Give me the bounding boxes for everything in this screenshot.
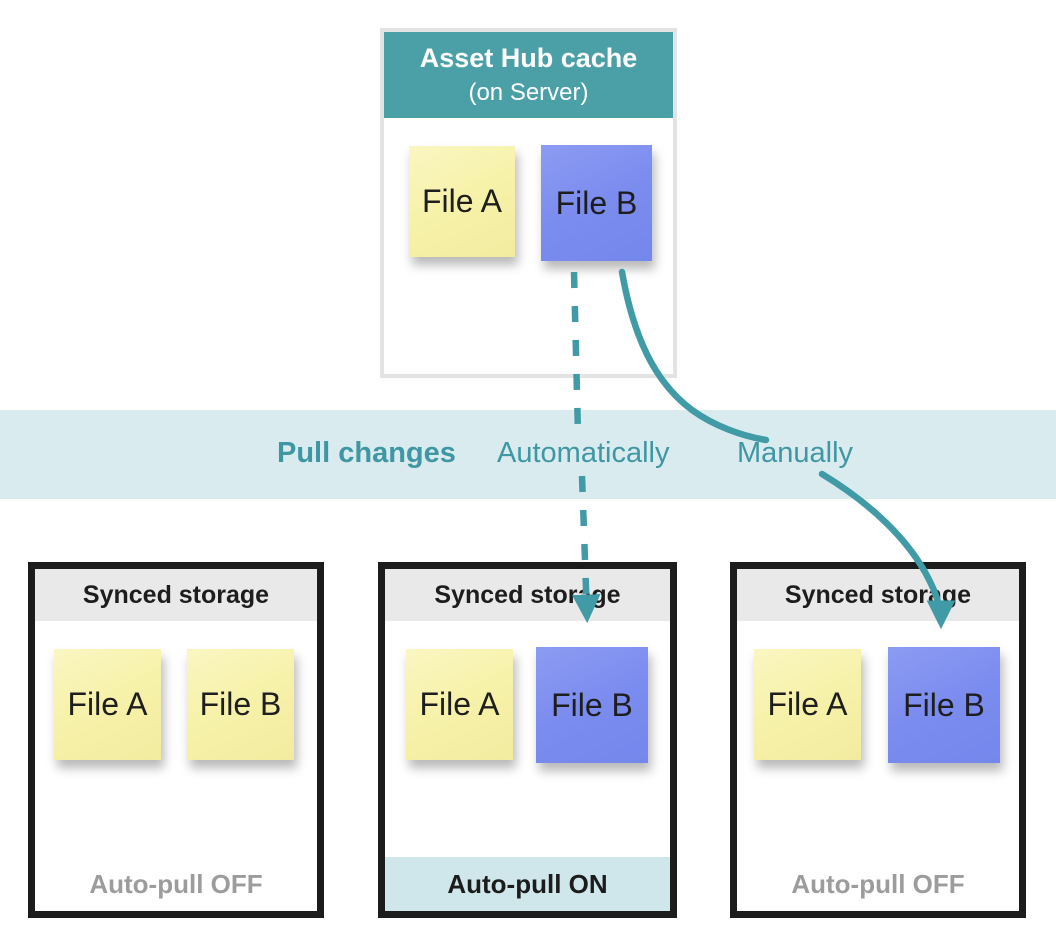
- auto-pull-status: Auto-pull ON: [385, 857, 670, 911]
- auto-pull-status-label: Auto-pull OFF: [791, 868, 965, 899]
- storage-title: Synced storage: [434, 580, 621, 609]
- pull-changes-label: Pull changes: [277, 436, 456, 469]
- storage-right-file-a-note: File A: [754, 649, 861, 760]
- storage-left-file-a-note: File A: [54, 649, 161, 760]
- storage-middle-file-b-note: File B: [536, 647, 648, 763]
- synced-storage-box-left: Synced storage File A File B Auto-pull O…: [28, 562, 324, 918]
- storage-middle-file-a-note: File A: [406, 649, 513, 760]
- auto-pull-status-label: Auto-pull ON: [447, 868, 608, 899]
- storage-header: Synced storage: [35, 569, 317, 621]
- file-label: File A: [67, 686, 148, 722]
- automatically-label: Automatically: [497, 436, 670, 469]
- asset-hub-cache-box: Asset Hub cache (on Server) File A File …: [380, 28, 677, 378]
- pull-changes-band: Pull changes Automatically Manually: [0, 410, 1056, 499]
- file-label: File B: [551, 686, 633, 723]
- asset-hub-title: Asset Hub cache: [419, 43, 638, 73]
- file-label: File A: [419, 686, 500, 722]
- storage-title: Synced storage: [784, 580, 972, 609]
- storage-title: Synced storage: [82, 580, 270, 609]
- asset-hub-header: Asset Hub cache (on Server): [384, 32, 673, 118]
- auto-pull-status: Auto-pull OFF: [35, 857, 317, 911]
- file-label: File B: [199, 686, 282, 722]
- storage-header: Synced storage: [385, 569, 670, 621]
- synced-storage-box-right: Synced storage File A File B Auto-pull O…: [730, 562, 1026, 918]
- asset-hub-subtitle: (on Server): [468, 79, 589, 106]
- auto-pull-status: Auto-pull OFF: [737, 857, 1019, 911]
- hub-file-a-note: File A: [409, 146, 515, 257]
- storage-header: Synced storage: [737, 569, 1019, 621]
- manually-label: Manually: [737, 436, 854, 469]
- file-label: File A: [421, 183, 503, 219]
- hub-file-b-note: File B: [541, 145, 652, 261]
- storage-right-file-b-note: File B: [888, 647, 1000, 763]
- file-label: File B: [555, 184, 638, 221]
- auto-pull-status-label: Auto-pull OFF: [89, 868, 263, 899]
- synced-storage-box-middle: Synced storage File A File B Auto-pull O…: [378, 562, 677, 918]
- file-label: File B: [903, 686, 985, 723]
- storage-left-file-b-note: File B: [187, 649, 294, 760]
- file-label: File A: [767, 686, 848, 722]
